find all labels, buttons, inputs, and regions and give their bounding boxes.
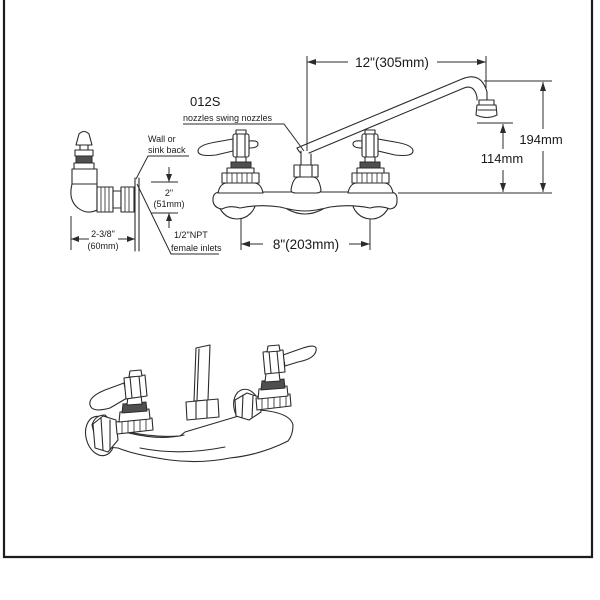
left-bonnet <box>226 167 255 174</box>
front-view: 12"(305mm) 194mm 114mm <box>183 55 563 252</box>
persp-body-contour2 <box>124 431 185 438</box>
right-bonnet <box>356 167 385 174</box>
dim-body-depth-in: 2-3/8" <box>91 229 115 239</box>
right-lever-hub <box>361 133 379 158</box>
dim-wall-clearance-in: 2" <box>165 188 173 198</box>
left-hub-screw <box>235 129 247 135</box>
dim-body-depth-mm: (60mm) <box>88 241 119 251</box>
dimension-spout-reach: 12"(305mm) <box>306 55 487 151</box>
spout-tube-outer <box>296 76 488 149</box>
left-stem <box>235 156 247 163</box>
left-packing-nut <box>230 161 252 169</box>
swivel-nut <box>293 164 319 178</box>
left-lever <box>197 138 234 157</box>
wall-label-line2: sink back <box>148 145 186 155</box>
body-center-boss <box>286 208 324 215</box>
side-elbow <box>70 183 98 213</box>
left-knurled-ring <box>221 172 260 184</box>
persp-right-lever <box>282 345 317 367</box>
wall-label-line1: Wall or <box>148 134 176 144</box>
persp-left-lever <box>89 382 128 411</box>
faucet-body <box>212 191 398 212</box>
side-valve-body <box>71 168 98 185</box>
perspective-view <box>84 344 317 463</box>
persp-body-contour <box>139 446 226 453</box>
persp-left-valve <box>89 369 154 435</box>
dimension-body-depth: 2-3/8" (60mm) <box>70 216 135 251</box>
dimension-total-height: 194mm <box>398 80 563 194</box>
right-lever-tail <box>352 140 363 149</box>
side-packing-nut <box>75 155 93 164</box>
persp-right-flange-hex <box>234 392 262 421</box>
nozzle-neck <box>478 99 495 106</box>
swing-note-label: nozzles swing nozzles <box>183 113 273 123</box>
left-lever-tail <box>248 140 259 149</box>
wall-line <box>134 177 140 252</box>
persp-left-inlet-hex <box>92 415 119 453</box>
left-handle <box>197 129 264 194</box>
inlet-callout: 1/2"NPT female inlets <box>136 183 222 255</box>
right-packing-nut <box>359 161 381 169</box>
model-code-label: 012S <box>190 94 221 109</box>
spout <box>290 76 498 194</box>
union-nut-2 <box>120 186 135 213</box>
union-pipe <box>112 190 122 209</box>
right-hub-screw <box>364 129 376 135</box>
dim-total-height-label: 194mm <box>519 132 562 147</box>
right-lever <box>377 138 414 157</box>
left-valve-dome <box>217 182 264 194</box>
right-valve-dome <box>347 182 394 194</box>
model-callout: 012S nozzles swing nozzles <box>183 94 305 152</box>
persp-right-valve <box>255 344 317 411</box>
inlet-label-line2: female inlets <box>171 243 222 253</box>
dimension-wall-clearance: 2" (51mm) <box>151 167 185 228</box>
dim-outlet-height-label: 114mm <box>481 151 523 166</box>
persp-center-union-nut <box>185 398 220 421</box>
left-lever-hub <box>232 133 250 158</box>
spout-tube-inner <box>308 86 478 154</box>
side-view: Wall or sink back 2" (51mm) 2-3/8" (60mm… <box>70 130 222 255</box>
side-handle-knob <box>75 130 93 146</box>
persp-riser-tube <box>185 344 220 421</box>
dim-inlet-centers-label: 8"(203mm) <box>273 237 339 252</box>
dim-wall-clearance-mm: (51mm) <box>154 199 185 209</box>
right-handle <box>347 129 414 194</box>
inlet-label-line1: 1/2"NPT <box>174 230 208 240</box>
right-stem <box>364 156 376 163</box>
page-border <box>2 0 594 559</box>
dimension-inlet-centers: 8"(203mm) <box>240 219 371 252</box>
nozzle-aerator <box>475 104 498 119</box>
right-knurled-ring <box>351 172 390 184</box>
dim-spout-reach-label: 12"(305mm) <box>355 55 429 70</box>
dimension-outlet-height: 114mm <box>477 122 523 192</box>
